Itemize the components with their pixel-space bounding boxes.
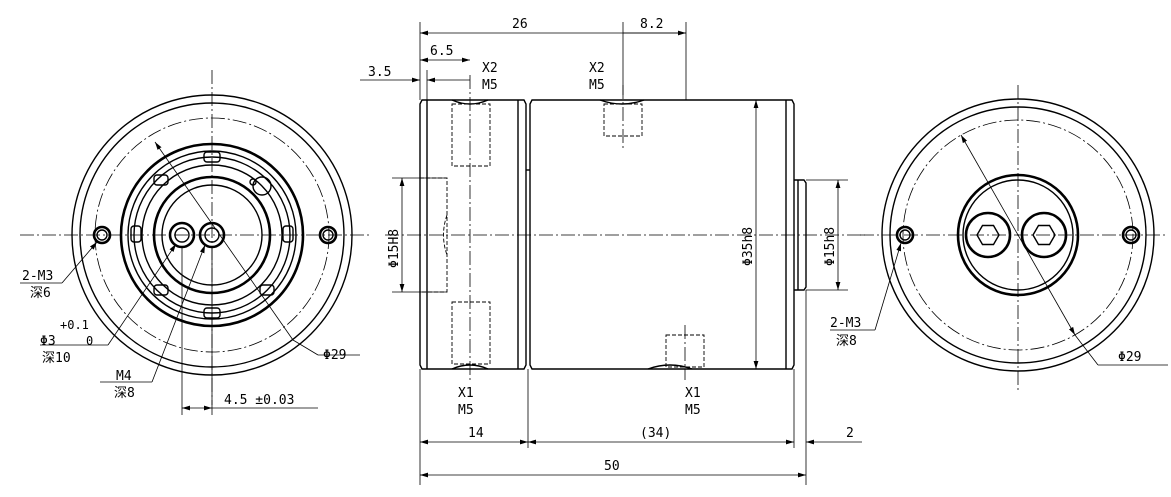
port-x1-left-label: X1 — [458, 386, 474, 401]
dim-body-label: Φ35h8 — [741, 227, 756, 266]
roller — [282, 225, 294, 243]
roller — [153, 284, 169, 296]
left-pcd-dimension-line — [154, 141, 294, 341]
roller — [130, 225, 142, 243]
dim-26-label: 26 — [512, 17, 528, 32]
port-x1-right-label: X1 — [685, 386, 701, 401]
side-hidden-hole-x2-left — [451, 103, 491, 167]
right-m3-hole-right-inner — [1125, 229, 1137, 241]
left-pcd-label: Φ29 — [323, 348, 346, 363]
dim-2-label: 2 — [846, 426, 854, 441]
side-x1-notch-right — [647, 364, 693, 370]
left-phi3-depth: 深10 — [42, 351, 71, 366]
dim-shaft-label: Φ15h8 — [823, 227, 838, 266]
side-hidden-hole-x1-left — [451, 301, 491, 365]
right-pcd-leader — [1074, 334, 1099, 366]
port-x1-right-thread: M5 — [685, 403, 701, 418]
side-section-view: 26 8.2 6.5 3.5 X2 M5 X2 M5 X1 M5 X1 M5 Φ… — [360, 17, 865, 485]
port-x2-left-label: X2 — [482, 61, 498, 76]
right-flange-chamfer — [889, 106, 1147, 364]
side-body — [529, 99, 795, 370]
right-m3-hole-left — [895, 225, 915, 245]
right-m3-hole-left-inner — [899, 229, 911, 241]
right-outer-flange — [881, 98, 1155, 372]
left-offset-label: 4.5 ±0.03 — [224, 393, 294, 408]
left-m4-leader — [151, 244, 206, 383]
side-left-ring — [419, 99, 527, 370]
dim-6-5-label: 6.5 — [430, 44, 453, 59]
dim-bore-label: Φ15H8 — [387, 229, 402, 268]
left-m3-hole-left — [92, 225, 112, 245]
roller — [259, 284, 275, 296]
spring-clip — [252, 176, 272, 196]
right-pcd-dimension-line — [960, 134, 1076, 336]
right-end-view: Φ29 2-M3 深8 — [830, 85, 1168, 390]
left-phi3-hole-inner — [174, 227, 190, 243]
left-m3-hole-right — [318, 225, 338, 245]
port-x1-left-thread: M5 — [458, 403, 474, 418]
spring-clip-pin — [249, 178, 257, 186]
dim-8-2-label: 8.2 — [640, 17, 663, 32]
dim-14-label: 14 — [468, 426, 484, 441]
port-x2-right-thread: M5 — [589, 78, 605, 93]
left-m4-depth: 深8 — [114, 386, 135, 401]
left-rollers — [130, 151, 294, 319]
left-phi3-label: Φ3 — [40, 334, 56, 349]
left-m3-label: 2-M3 — [22, 269, 53, 284]
side-shaft-stub — [794, 179, 807, 291]
left-m3-hole-left-inner — [96, 229, 108, 241]
dim-50-label: 50 — [604, 459, 620, 474]
left-pcd-leader — [292, 339, 319, 356]
roller — [153, 174, 169, 186]
right-m3-leader — [874, 242, 902, 331]
side-hidden-bore-curve — [443, 214, 448, 256]
left-m4-hole-inner — [204, 227, 220, 243]
right-pcd-label: Φ29 — [1118, 350, 1141, 365]
left-m3-depth: 深6 — [30, 286, 51, 301]
left-phi3-tol-lower: 0 — [86, 334, 93, 348]
left-m4-label: M4 — [116, 369, 132, 384]
dim-34-label: (34) — [640, 426, 671, 441]
right-m3-hole-right — [1121, 225, 1141, 245]
left-m3-leader — [61, 241, 98, 284]
left-end-view: Φ29 2-M3 深6 +0.1 Φ3 0 深10 M4 深8 4.5 ±0.0… — [20, 70, 370, 415]
right-m3-depth: 深8 — [836, 334, 857, 349]
left-phi3-leader — [107, 243, 177, 346]
dim-3-5-label: 3.5 — [368, 65, 391, 80]
left-phi3-tol-upper: +0.1 — [60, 318, 89, 332]
port-x2-right-label: X2 — [589, 61, 605, 76]
right-m3-label: 2-M3 — [830, 316, 861, 331]
left-m3-hole-right-inner — [322, 229, 334, 241]
port-x2-left-thread: M5 — [482, 78, 498, 93]
right-pcd-circle — [902, 119, 1134, 351]
roller — [203, 151, 221, 163]
